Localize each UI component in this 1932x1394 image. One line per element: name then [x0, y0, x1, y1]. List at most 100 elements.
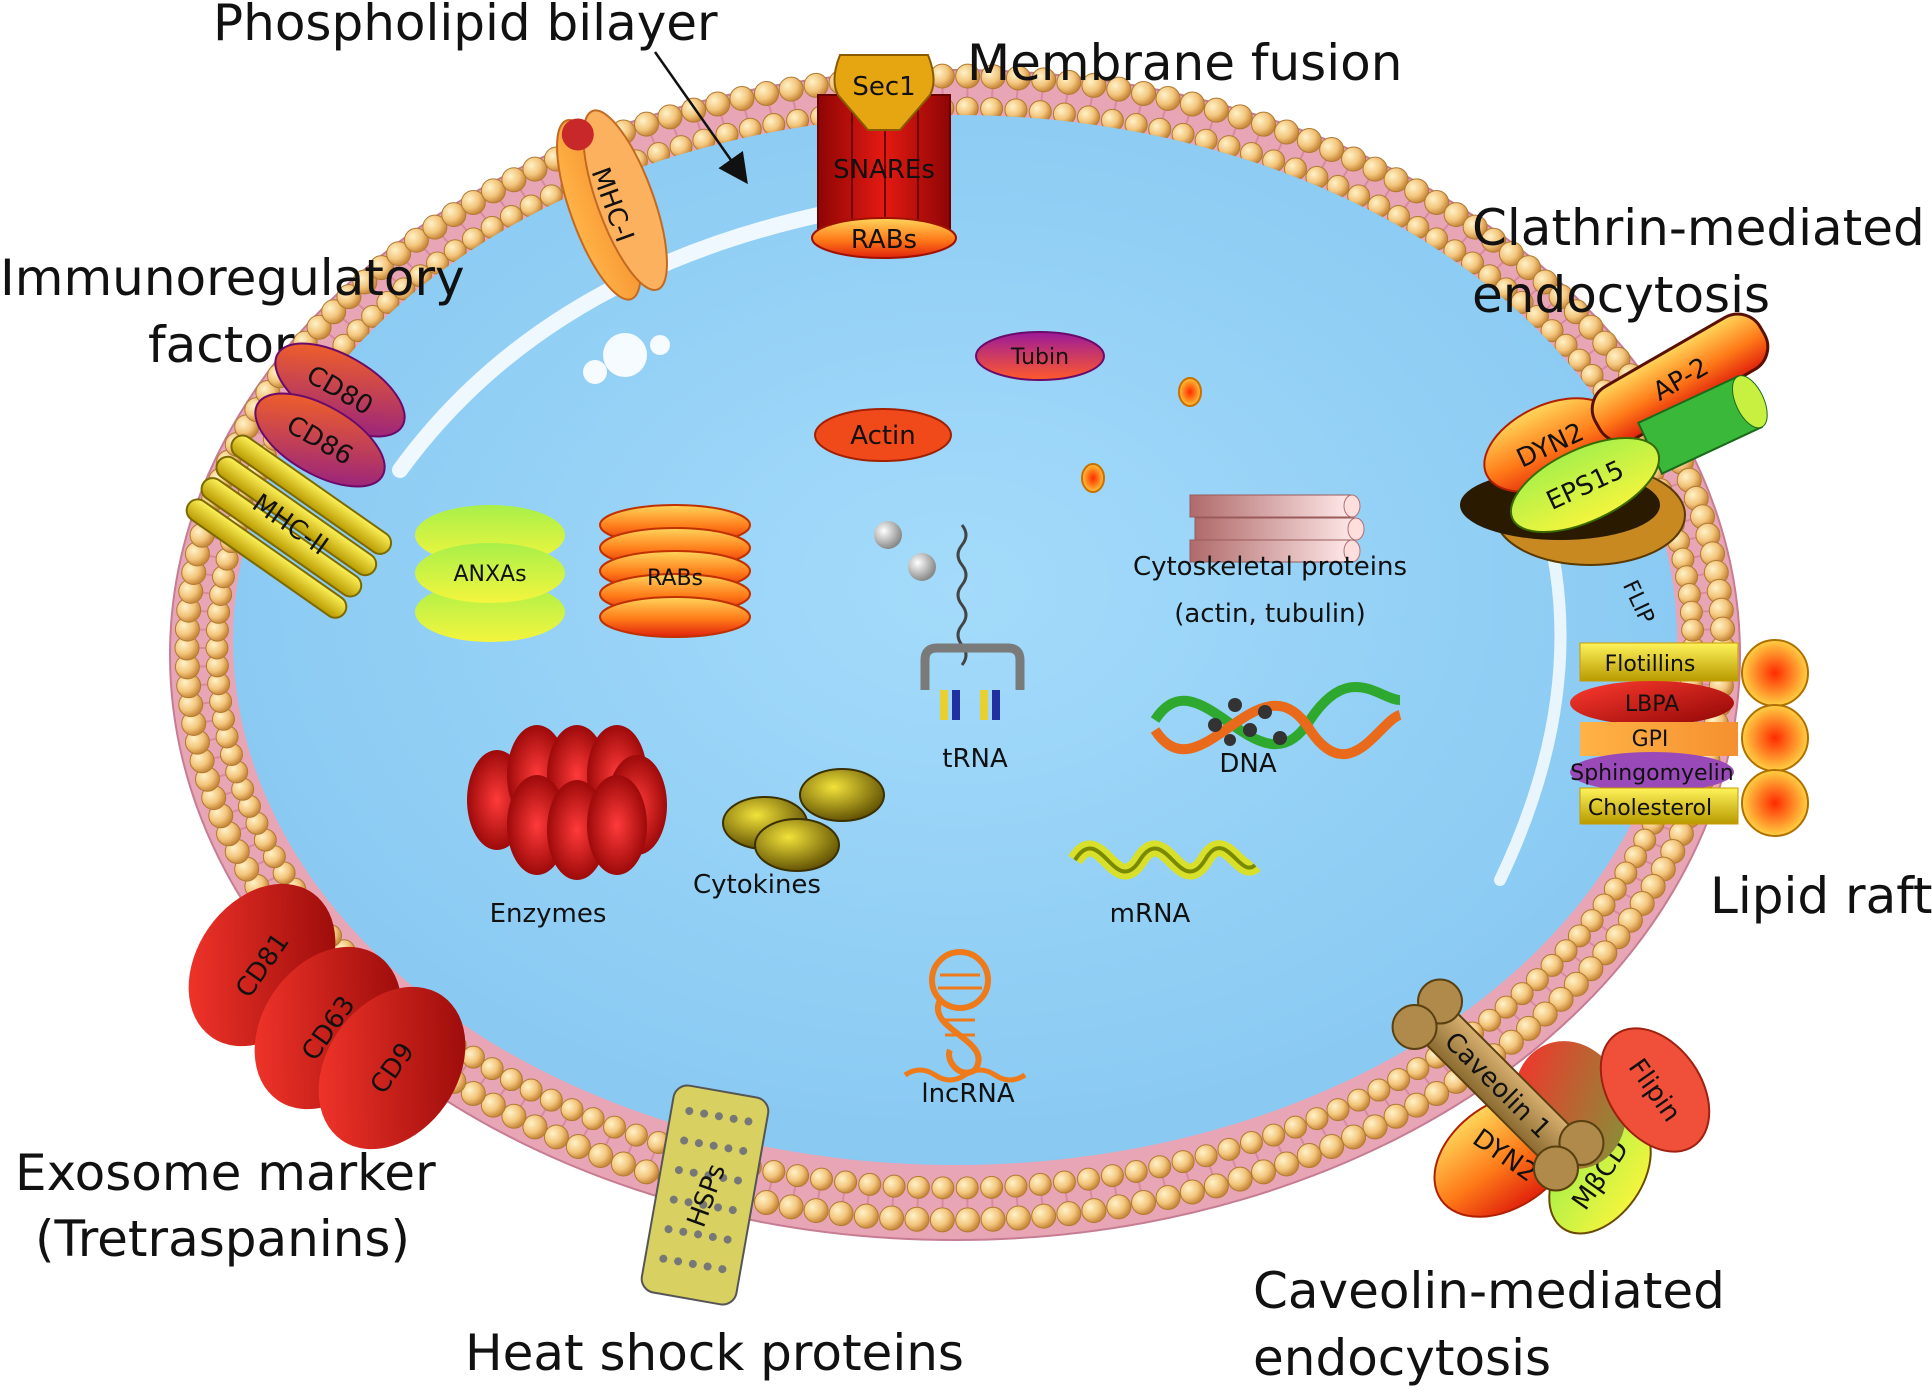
label-clathrin-line2: endocytosis — [1472, 266, 1770, 324]
dna-label: DNA — [1219, 749, 1276, 779]
lipid-head — [754, 1190, 778, 1214]
label-exosome-marker-line2: (Tretraspanins) — [35, 1210, 410, 1268]
label-lipid-rafts: Lipid rafts — [1710, 867, 1932, 925]
lipid-head — [481, 1058, 503, 1080]
rabs-membrane-label: RABs — [851, 225, 917, 255]
lipid-head — [1263, 1124, 1285, 1146]
lipid-head — [706, 92, 730, 116]
lipid-head — [1388, 1069, 1410, 1091]
lipid-head — [883, 1175, 905, 1197]
lipid-head — [1407, 1058, 1429, 1080]
lipid-head — [1342, 147, 1366, 171]
lipid-head — [523, 157, 547, 181]
lipid-head — [956, 1208, 980, 1232]
lipid-head — [561, 1099, 583, 1121]
label-immunoregulatory-line1: Immunoregulatory — [0, 249, 465, 307]
lipid-head — [880, 1206, 904, 1230]
lncrna-label: lncRNA — [921, 1079, 1015, 1109]
cytoskeletal-label-line1: Cytoskeletal proteins — [1133, 552, 1407, 582]
lipid-head — [1320, 138, 1344, 162]
lipid-head — [634, 1160, 658, 1184]
lipid-head — [1101, 1165, 1123, 1187]
actin-protein: Actin — [815, 409, 951, 461]
lipid-head — [1275, 120, 1299, 144]
trna-label: tRNA — [942, 744, 1008, 774]
lipid-head — [611, 1152, 635, 1176]
snares-label: SNAREs — [833, 155, 935, 185]
label-clathrin-line1: Clathrin-mediated — [1472, 199, 1925, 257]
lipid-head — [544, 1125, 568, 1149]
lipid-head — [1149, 1156, 1171, 1178]
lipid-head — [1363, 1115, 1387, 1139]
lipid-head — [566, 1134, 590, 1158]
lipid-head — [658, 105, 682, 129]
rabs-inner-label: RABs — [647, 566, 703, 591]
lipid-rafts-stack: Flotillins LBPA GPI Sphingomyelin Choles… — [1570, 640, 1808, 836]
vesicle-dot — [1179, 378, 1201, 406]
actin-label: Actin — [850, 421, 916, 451]
anxas-protein: ANXAs — [415, 505, 565, 642]
lipid-head — [1156, 1186, 1180, 1210]
sphingomyelin-label: Sphingomyelin — [1570, 761, 1734, 786]
lipid-head — [1363, 157, 1387, 181]
cytoskeletal-label-line2: (actin, tubulin) — [1174, 599, 1366, 629]
lipid-head — [625, 1124, 647, 1146]
lipid-head — [1180, 1180, 1204, 1204]
lipid-head — [763, 1160, 785, 1182]
lipid-head — [1275, 1152, 1299, 1176]
rabs-stack: RABs — [600, 505, 750, 637]
cytokines-label: Cytokines — [693, 870, 821, 900]
lipid-head — [1252, 1160, 1276, 1184]
lipid-head — [932, 1177, 954, 1199]
lipid-head — [835, 1171, 857, 1193]
lipid-head — [1711, 617, 1735, 641]
lipid-head — [1284, 1116, 1306, 1138]
lipid-head — [981, 1176, 1003, 1198]
lipid-head — [804, 1199, 828, 1223]
lipid-head — [854, 1204, 878, 1228]
lipid-head — [1297, 1143, 1321, 1167]
lipid-head — [1320, 1134, 1344, 1158]
lipid-head — [1195, 1145, 1217, 1167]
sec1-label: Sec1 — [852, 72, 915, 102]
lipid-head — [500, 1069, 522, 1091]
lipid-head — [634, 112, 658, 136]
tubin-label: Tubin — [1010, 345, 1069, 370]
lipid-head — [520, 1079, 542, 1101]
lipid-head — [930, 1208, 954, 1232]
lipid-head — [811, 1168, 833, 1190]
lipid-head — [1306, 1108, 1328, 1130]
anxas-label: ANXAs — [453, 562, 526, 587]
label-caveolin-line1: Caveolin-mediated — [1253, 1262, 1725, 1320]
label-caveolin-line2: endocytosis — [1253, 1329, 1551, 1387]
lipid-head — [1132, 1190, 1156, 1214]
label-heat-shock-proteins: Heat shock proteins — [465, 1324, 964, 1382]
lipid-head — [1368, 1079, 1390, 1101]
gpi-label: GPI — [1632, 727, 1669, 752]
mrna-label: mRNA — [1110, 899, 1191, 929]
lipid-head — [1252, 112, 1276, 136]
lipid-head — [1327, 1099, 1349, 1121]
label-immunoregulatory-line2: factor — [148, 316, 295, 374]
lipid-head — [1077, 1168, 1099, 1190]
lipid-head — [1297, 129, 1321, 153]
flotillins-label: Flotillins — [1605, 652, 1696, 677]
lipid-head — [779, 1195, 803, 1219]
lipid-head — [1682, 619, 1704, 641]
lipid-head — [1228, 105, 1252, 129]
lipid-head — [540, 1089, 562, 1111]
lipid-head — [582, 1108, 604, 1130]
lipid-head — [1125, 1160, 1147, 1182]
lipid-head — [907, 1176, 929, 1198]
lipid-head — [1006, 1206, 1030, 1230]
vesicle-dot — [1082, 464, 1104, 492]
lipid-head — [779, 77, 803, 101]
lipid-head — [905, 1207, 929, 1231]
label-phospholipid-bilayer: Phospholipid bilayer — [213, 0, 718, 52]
lipid-head — [981, 1207, 1005, 1231]
lipid-head — [1240, 1132, 1262, 1154]
lipid-head — [1204, 98, 1228, 122]
lipid-head — [604, 1116, 626, 1138]
lipid-head — [1348, 1089, 1370, 1111]
lipid-head — [804, 73, 828, 97]
